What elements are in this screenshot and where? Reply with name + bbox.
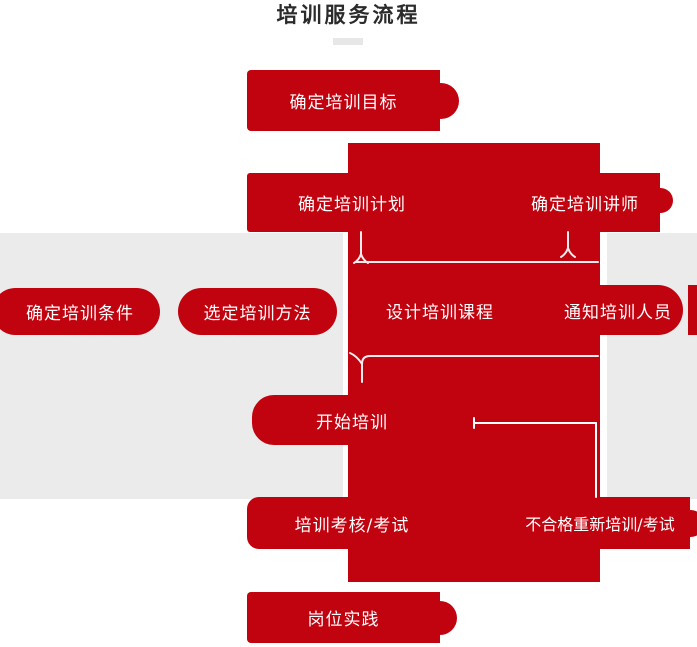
conditions-pill	[0, 288, 160, 335]
course-band	[348, 285, 683, 335]
page-title: 培训服务流程	[276, 3, 421, 27]
exam-band	[247, 497, 690, 549]
practice-node	[247, 592, 440, 643]
plan-label: 确定培训计划	[298, 195, 406, 215]
course-label: 设计培训课程	[386, 302, 494, 323]
plan-band	[247, 173, 660, 232]
method-pill	[178, 288, 337, 335]
course-band-edge-strip	[688, 285, 697, 335]
title-underline-dash	[333, 38, 363, 45]
goal-node	[247, 70, 440, 131]
retrain-label: 不合格重新培训/考试	[525, 515, 675, 534]
notify-label: 通知培训人员	[564, 302, 672, 323]
conditions-label: 确定培训条件	[26, 304, 134, 324]
exam-label: 培训考核/考试	[294, 515, 410, 536]
start-node	[252, 395, 600, 445]
method-label: 选定培训方法	[203, 304, 312, 324]
goal-label: 确定培训目标	[289, 93, 398, 113]
right-gray-panel	[607, 233, 697, 499]
left-gray-panel	[0, 233, 343, 499]
practice-label: 岗位实践	[307, 610, 380, 630]
lecturer-label: 确定培训讲师	[531, 195, 639, 215]
start-label: 开始培训	[316, 412, 388, 433]
